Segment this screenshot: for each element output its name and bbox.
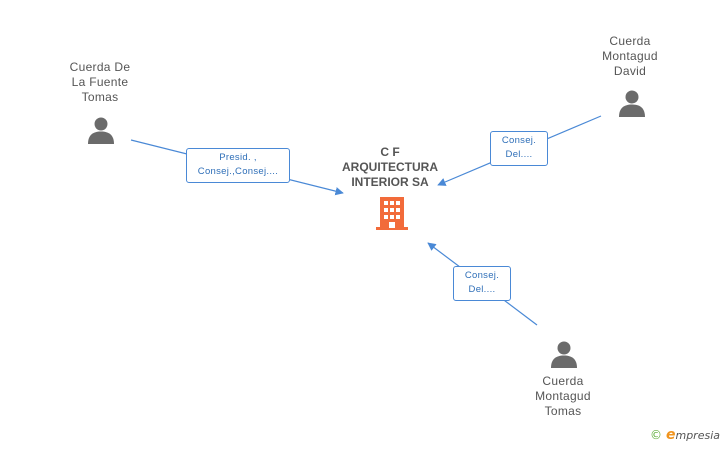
edge-label-line: Del.... bbox=[505, 149, 533, 160]
edge-label-line: Consej. bbox=[501, 135, 537, 146]
person-icon[interactable] bbox=[87, 116, 115, 144]
edge-label-line: Del.... bbox=[468, 284, 496, 295]
edge-label-fuente[interactable]: Presid. , Consej.,Consej.... bbox=[186, 148, 290, 183]
edge-label-line: Presid. , bbox=[219, 152, 257, 163]
person-label-david[interactable]: Cuerda Montagud David bbox=[585, 34, 675, 79]
person-label-fuente[interactable]: Cuerda De La Fuente Tomas bbox=[55, 60, 145, 105]
person-label-line: Montagud bbox=[602, 49, 658, 63]
brand-logo-e: e bbox=[665, 427, 676, 443]
person-label-line: David bbox=[613, 64, 647, 78]
brand-logo-text: mpresia bbox=[675, 429, 720, 442]
person-label-line: Tomas bbox=[81, 90, 119, 104]
edge-label-tomas[interactable]: Consej. Del.... bbox=[453, 266, 511, 301]
company-label-line: ARQUITECTURA bbox=[342, 160, 438, 174]
edge-label-line: Consej.,Consej.... bbox=[197, 166, 279, 177]
person-label-tomas[interactable]: Cuerda Montagud Tomas bbox=[518, 374, 608, 419]
company-label-line: INTERIOR SA bbox=[351, 175, 429, 189]
person-label-line: Montagud bbox=[535, 389, 591, 403]
company-label[interactable]: C F ARQUITECTURA INTERIOR SA bbox=[330, 145, 450, 190]
person-label-line: Cuerda De bbox=[69, 60, 131, 74]
brand-watermark: ©empresia bbox=[650, 427, 720, 443]
person-label-line: La Fuente bbox=[71, 75, 129, 89]
person-icon[interactable] bbox=[618, 89, 646, 117]
company-label-line: C F bbox=[380, 145, 400, 159]
copyright-icon: © bbox=[649, 428, 662, 442]
edge-label-line: Consej. bbox=[464, 270, 500, 281]
building-icon[interactable] bbox=[375, 195, 409, 231]
person-icon[interactable] bbox=[550, 340, 578, 368]
person-label-line: Cuerda bbox=[609, 34, 651, 48]
edge-label-david[interactable]: Consej. Del.... bbox=[490, 131, 548, 166]
person-label-line: Cuerda bbox=[542, 374, 584, 388]
person-label-line: Tomas bbox=[544, 404, 582, 418]
